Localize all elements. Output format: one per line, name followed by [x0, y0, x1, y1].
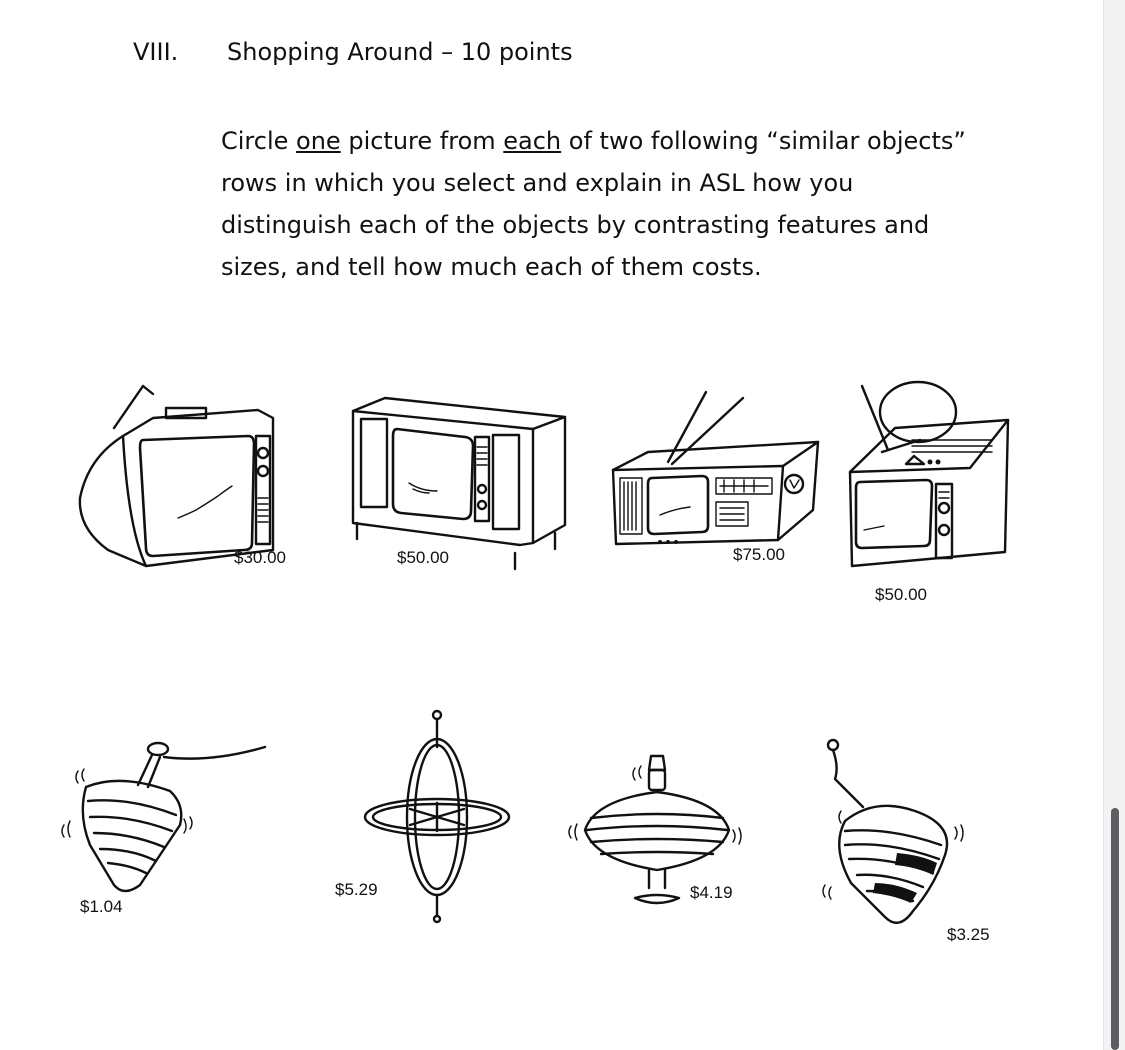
- instructions-text: picture from: [340, 127, 504, 155]
- instructions-emphasis-each: each: [503, 127, 562, 155]
- price-label: $30.00: [234, 548, 286, 567]
- flat-top-icon: [568, 754, 742, 905]
- top-option-flat[interactable]: $4.19: [565, 748, 745, 918]
- tv-option-console[interactable]: $50.00: [345, 393, 570, 573]
- instructions-emphasis-one: one: [296, 127, 341, 155]
- radio-tv-combo-icon: [611, 390, 820, 546]
- gyroscope-icon: [363, 709, 511, 924]
- price-label: $5.29: [335, 880, 378, 899]
- top-option-gyroscope[interactable]: $5.29: [330, 705, 530, 930]
- portable-tv-icon: [78, 384, 275, 568]
- instructions-text: Circle: [221, 127, 297, 155]
- price-label: $75.00: [733, 545, 785, 564]
- tv-option-portable[interactable]: $30.00: [68, 378, 286, 573]
- small-tv-with-antenna-icon: [848, 380, 1010, 568]
- section-number: VIII.: [133, 38, 179, 66]
- instructions-text: of two following “similar objects” rows …: [221, 127, 966, 281]
- tv-option-radio-combo[interactable]: $75.00: [608, 390, 828, 564]
- price-label: $50.00: [397, 548, 449, 567]
- tv-option-small-antenna[interactable]: $50.00: [840, 380, 1015, 604]
- price-label: $4.19: [690, 883, 733, 902]
- top-option-striped[interactable]: $3.25: [805, 735, 1005, 950]
- scrollbar-track[interactable]: [1103, 0, 1125, 1050]
- string-top-icon: [61, 741, 267, 893]
- section-title: Shopping Around – 10 points: [227, 38, 573, 66]
- price-label: $3.25: [947, 925, 990, 944]
- top-option-string[interactable]: $1.04: [60, 735, 280, 916]
- price-label: $50.00: [875, 585, 927, 604]
- price-label: $1.04: [80, 897, 123, 916]
- console-tv-icon: [351, 396, 567, 571]
- scrollbar-thumb[interactable]: [1111, 808, 1119, 1050]
- instructions: Circle one picture from each of two foll…: [221, 120, 981, 288]
- striped-top-icon: [822, 738, 964, 924]
